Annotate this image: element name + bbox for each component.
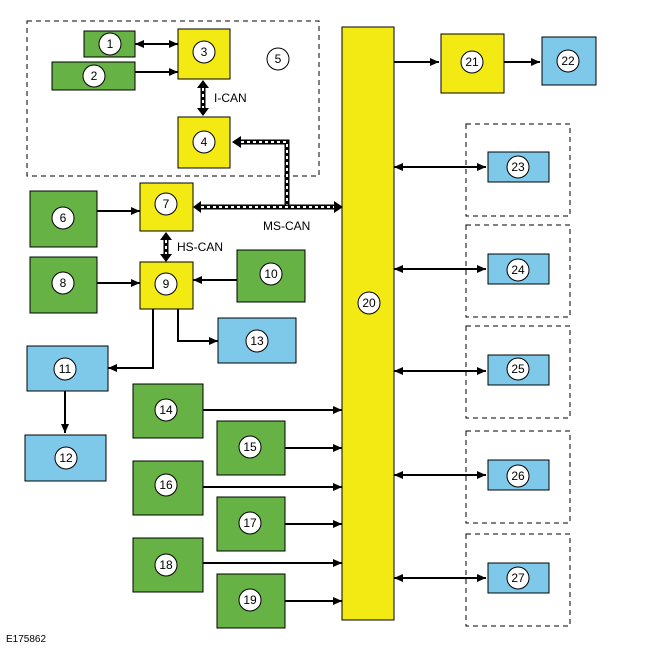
callout-number-24: 24 — [511, 263, 525, 277]
module-12: 12 — [24, 434, 107, 482]
callout-circle-14 — [154, 398, 178, 422]
callout-number-27: 27 — [511, 571, 525, 585]
module-11: 11 — [26, 345, 109, 392]
callout-number-10: 10 — [264, 267, 278, 281]
callout-circle-16 — [154, 473, 178, 497]
callout-number-23: 23 — [511, 160, 525, 174]
callout-number-7: 7 — [163, 197, 170, 211]
dashed-frames — [26, 20, 571, 627]
module-20: 20 — [341, 26, 395, 621]
callout-number-5: 5 — [275, 52, 282, 66]
module-9: 9 — [139, 261, 194, 310]
callout-circle-13 — [245, 329, 269, 353]
callout-circle-26 — [506, 464, 530, 488]
module-20-box — [341, 26, 395, 621]
callout-circle-24 — [506, 258, 530, 282]
link-9-11 — [108, 309, 154, 372]
callout-circle-21 — [460, 50, 484, 74]
callout-number-1: 1 — [107, 37, 114, 51]
callout-circle-4 — [192, 130, 216, 154]
module-13: 13 — [217, 317, 297, 364]
hscan-label: HS-CAN — [177, 240, 223, 254]
callout-number-13: 13 — [250, 334, 264, 348]
module-15: 15 — [216, 420, 286, 476]
callout-circle-22 — [556, 49, 580, 73]
ican-label: I-CAN — [214, 91, 247, 105]
callout-circle-5 — [266, 47, 290, 71]
module-6: 6 — [29, 190, 98, 248]
callout-number-22: 22 — [561, 54, 575, 68]
callout-number-15: 15 — [243, 440, 257, 454]
callout-circle-8 — [51, 271, 75, 295]
module-10: 10 — [236, 249, 306, 303]
callout-number-8: 8 — [60, 276, 67, 290]
connectors — [61, 40, 540, 605]
module-11-box — [26, 345, 109, 392]
module-4: 4 — [177, 116, 231, 169]
callout-circle-3 — [192, 40, 216, 64]
callout-circle-20 — [357, 291, 381, 315]
module-19: 19 — [216, 573, 286, 629]
module-25: 25 — [487, 354, 550, 386]
hscan-bus — [160, 232, 172, 262]
module-5: 5 — [266, 47, 290, 71]
callout-circle-19 — [238, 588, 262, 612]
callout-circle-9 — [154, 272, 178, 296]
callout-number-11: 11 — [59, 362, 72, 376]
module-17: 17 — [216, 496, 286, 552]
module-23: 23 — [487, 151, 550, 183]
module-1: 1 — [83, 30, 136, 58]
callout-circle-12 — [54, 446, 78, 470]
link-9-13 — [177, 309, 218, 345]
module-14: 14 — [132, 383, 204, 439]
callout-circle-6 — [51, 206, 75, 230]
module-24: 24 — [487, 253, 550, 285]
module-18: 18 — [132, 537, 204, 593]
callout-number-6: 6 — [60, 211, 67, 225]
callout-circle-23 — [506, 155, 530, 179]
ican-bus — [197, 80, 209, 116]
frame-group-5 — [26, 20, 320, 177]
callout-number-4: 4 — [201, 135, 208, 149]
callout-circle-17 — [238, 511, 262, 535]
callout-number-26: 26 — [511, 469, 525, 483]
mscan-label: MS-CAN — [263, 219, 310, 233]
callout-circle-15 — [238, 435, 262, 459]
callout-number-12: 12 — [59, 451, 73, 465]
callout-circle-7 — [154, 192, 178, 216]
callout-number-21: 21 — [465, 55, 479, 69]
module-7: 7 — [139, 182, 194, 232]
module-22: 22 — [541, 36, 597, 86]
callout-number-16: 16 — [159, 478, 173, 492]
callout-circle-11 — [53, 357, 77, 381]
module-8: 8 — [29, 256, 98, 314]
can-buses — [160, 80, 343, 262]
callout-circle-25 — [506, 357, 530, 381]
callout-number-2: 2 — [91, 69, 98, 83]
module-16: 16 — [132, 460, 204, 516]
callout-number-17: 17 — [243, 516, 257, 530]
mscan-bus — [193, 136, 343, 213]
callout-circle-1 — [98, 32, 122, 56]
callout-number-20: 20 — [362, 296, 376, 310]
callout-number-19: 19 — [243, 593, 257, 607]
callout-circle-27 — [506, 566, 530, 590]
callout-number-3: 3 — [201, 45, 208, 59]
module-26: 26 — [487, 459, 550, 491]
callout-number-18: 18 — [159, 558, 173, 572]
callout-number-14: 14 — [159, 403, 173, 417]
callout-circle-18 — [154, 553, 178, 577]
callout-number-25: 25 — [511, 362, 525, 376]
module-27: 27 — [487, 562, 550, 594]
module-2: 2 — [51, 61, 136, 91]
callout-circle-2 — [82, 64, 106, 88]
callout-number-9: 9 — [163, 277, 170, 291]
module-3: 3 — [177, 28, 231, 80]
callout-circle-10 — [259, 262, 283, 286]
module-21: 21 — [440, 33, 505, 94]
figure-reference: E175862 — [6, 634, 46, 645]
module-15-box — [216, 420, 286, 476]
